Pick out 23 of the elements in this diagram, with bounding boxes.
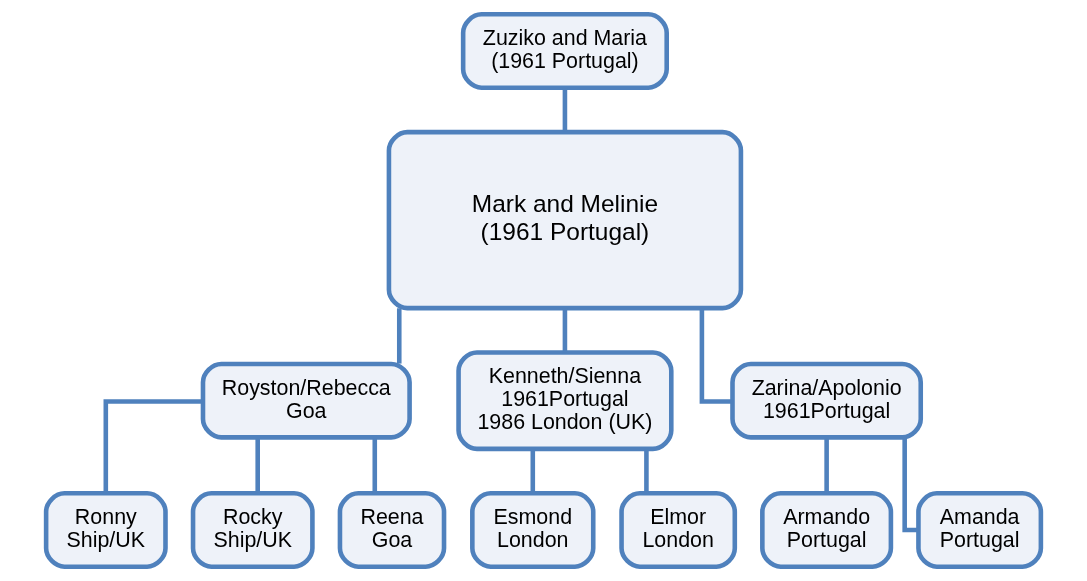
node-box: Kenneth/Sienna 1961Portugal 1986 London (UK) xyxy=(456,350,674,452)
connector xyxy=(530,449,536,494)
connector xyxy=(562,88,568,132)
node-box: Reena Goa xyxy=(337,491,447,570)
node-box: Esmond London xyxy=(470,491,596,570)
connector xyxy=(255,438,260,494)
node-box: Armando Portugal xyxy=(760,491,894,570)
connector xyxy=(562,308,568,353)
node-box: Rocky Ship/UK xyxy=(190,491,315,570)
node-box: Zarina/Apolonio 1961Portugal xyxy=(730,361,924,440)
node-box: Zuziko and Maria (1961 Portugal) xyxy=(460,11,669,90)
node-box: Royston/Rebecca Goa xyxy=(200,361,412,440)
node-box: Ronny Ship/UK xyxy=(43,491,168,570)
connector xyxy=(902,438,919,533)
connector xyxy=(372,438,378,494)
connector xyxy=(103,399,203,493)
node-box: Amanda Portugal xyxy=(916,491,1044,570)
node-box: Elmor London xyxy=(619,491,738,570)
connector xyxy=(644,449,649,494)
node-box: Mark and Melinie (1961 Portugal) xyxy=(386,129,744,311)
connector xyxy=(824,438,829,494)
connector xyxy=(699,308,733,404)
connector xyxy=(396,308,402,364)
